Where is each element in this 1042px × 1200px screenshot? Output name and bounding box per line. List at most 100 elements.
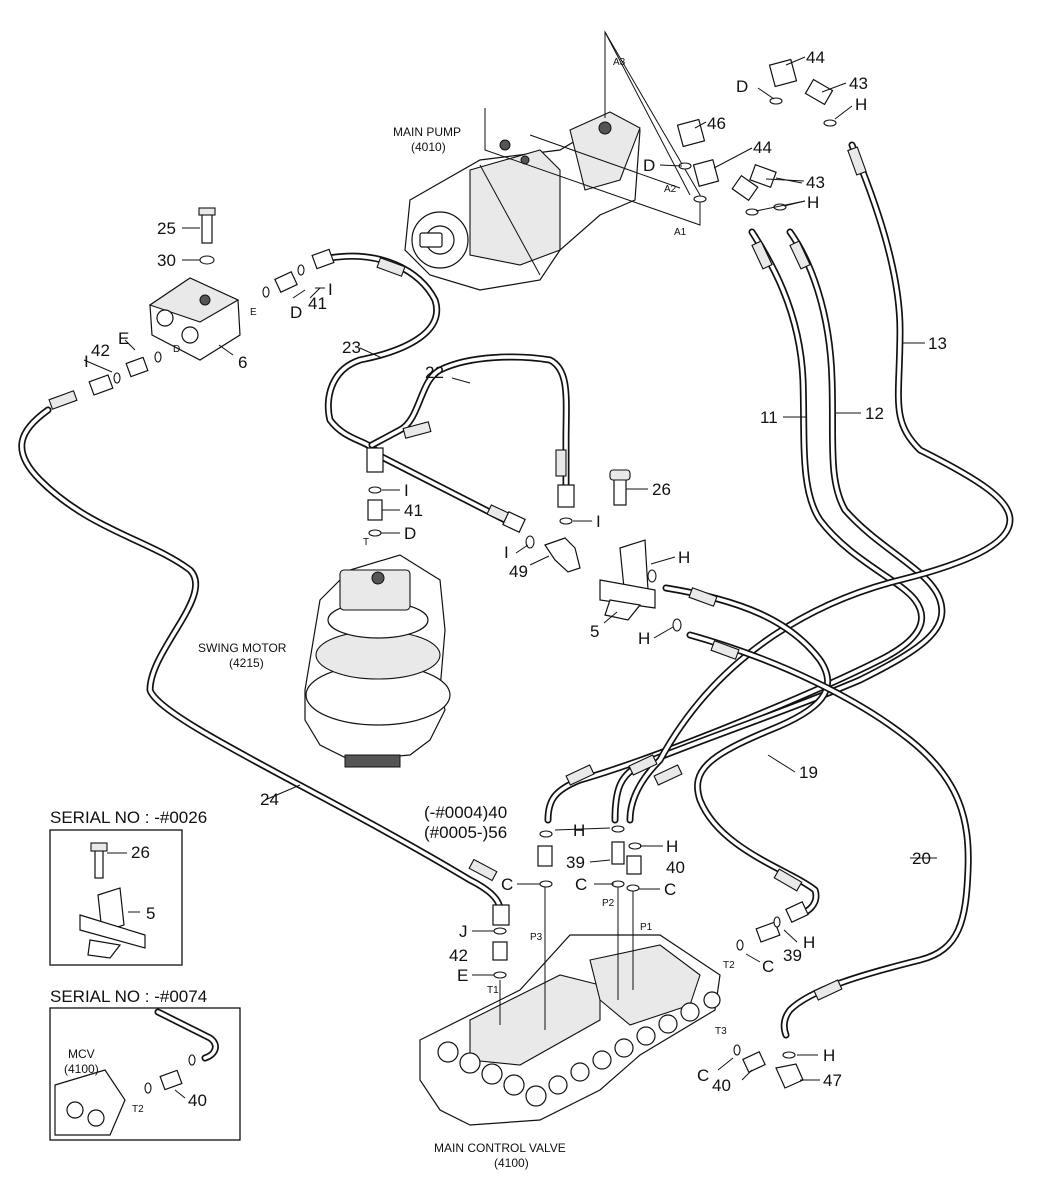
callout-i: I xyxy=(596,512,601,531)
callout-h: H xyxy=(807,193,819,212)
callout-44: 44 xyxy=(806,48,825,67)
main-pump-code: (4010) xyxy=(411,140,446,154)
callout-43: 43 xyxy=(849,74,868,93)
serial-box-2: SERIAL NO : -#0074 MCV (4100) 40 T2 xyxy=(49,987,241,1141)
pump-port-box xyxy=(484,30,701,226)
port-a2: A2 xyxy=(664,184,677,195)
callout-41: 41 xyxy=(404,501,423,520)
port-p2: P2 xyxy=(602,898,615,909)
callout-c: C xyxy=(762,957,774,976)
callout-c: C xyxy=(664,880,676,899)
callout-47: 47 xyxy=(823,1071,842,1090)
callout-h: H xyxy=(666,837,678,856)
callout-d: D xyxy=(404,524,416,543)
block-6 xyxy=(148,277,241,361)
mcv-spools xyxy=(437,991,721,1107)
callout-41: 41 xyxy=(308,294,327,313)
serial-box-1-label-26: 26 xyxy=(131,843,150,862)
fittings xyxy=(88,58,837,1089)
callout-h: H xyxy=(823,1046,835,1065)
callout-12: 12 xyxy=(865,404,884,423)
hose-24 xyxy=(18,406,504,914)
callout-46: 46 xyxy=(707,114,726,133)
swing-motor-name: SWING MOTOR xyxy=(198,641,287,655)
mcv-inset-name: MCV xyxy=(68,1047,95,1061)
serial-box-2-label-40: 40 xyxy=(188,1091,207,1110)
port-t3: T3 xyxy=(715,1026,727,1037)
hose-12 xyxy=(611,228,946,824)
callout-d: D xyxy=(290,303,302,322)
leader-lines xyxy=(83,56,937,1081)
callout-23: 23 xyxy=(342,338,361,357)
port-a3: A3 xyxy=(613,57,626,68)
hose-13 xyxy=(626,141,1014,824)
main-pump-name: MAIN PUMP xyxy=(393,125,461,139)
port-d: D xyxy=(173,344,180,355)
callout-20: 20 xyxy=(912,849,931,868)
callout-h: H xyxy=(573,821,585,840)
serial-box-2-title: SERIAL NO : -#0074 xyxy=(50,987,207,1006)
port-t1: T1 xyxy=(487,985,499,996)
callout-40-range: (-#0004)40 xyxy=(424,803,507,822)
callout-c: C xyxy=(575,875,587,894)
mcv-name: MAIN CONTROL VALVE xyxy=(434,1141,566,1155)
callout-25: 25 xyxy=(157,219,176,238)
port-e: E xyxy=(250,307,257,318)
callout-42: 42 xyxy=(449,946,468,965)
component-labels: MAIN PUMP (4010) SWING MOTOR (4215) MAIN… xyxy=(198,125,566,1170)
callout-42: 42 xyxy=(91,341,110,360)
callout-i: I xyxy=(84,352,89,371)
port-t2: T2 xyxy=(723,960,735,971)
serial-box-1-label-5: 5 xyxy=(146,904,155,923)
hose-22 xyxy=(368,353,570,529)
port-a1: A1 xyxy=(674,227,687,238)
callout-j: J xyxy=(459,922,468,941)
callout-e: E xyxy=(118,329,129,348)
serial-box-1-title: SERIAL NO : -#0026 xyxy=(50,808,207,827)
callout-43: 43 xyxy=(806,173,825,192)
callout-39: 39 xyxy=(566,853,585,872)
swing-motor xyxy=(304,554,451,768)
mcv-code: (4100) xyxy=(494,1156,529,1170)
callout-d: D xyxy=(643,156,655,175)
callout-22: 22 xyxy=(425,363,444,382)
serial-box-2-port-t2: T2 xyxy=(132,1104,144,1115)
port-p1: P1 xyxy=(640,922,653,933)
serial-box-1: SERIAL NO : -#0026 26 5 xyxy=(49,808,207,966)
hose-sleeves xyxy=(48,146,867,1001)
callout-56-range: (#0005-)56 xyxy=(424,823,507,842)
callout-49: 49 xyxy=(509,562,528,581)
callout-5: 5 xyxy=(590,622,599,641)
port-labels: A3 A2 A1 E D T P3 P2 P1 T1 T2 T3 xyxy=(173,57,735,1037)
callout-h: H xyxy=(678,548,690,567)
hose-19 xyxy=(662,584,832,919)
callout-13: 13 xyxy=(928,334,947,353)
callout-i: I xyxy=(504,543,509,562)
port-p3: P3 xyxy=(530,932,543,943)
hoses xyxy=(18,141,1014,1039)
port-t: T xyxy=(363,537,369,548)
mcv-inset-code: (4100) xyxy=(64,1062,99,1076)
callout-h: H xyxy=(855,95,867,114)
callout-6: 6 xyxy=(238,353,247,372)
callout-24: 24 xyxy=(260,790,279,809)
callout-e: E xyxy=(457,966,468,985)
callout-h: H xyxy=(803,933,815,952)
callout-11: 11 xyxy=(760,408,778,427)
hose-20 xyxy=(686,631,972,1039)
callout-d: D xyxy=(736,77,748,96)
callout-c: C xyxy=(697,1066,709,1085)
callout-26: 26 xyxy=(652,480,671,499)
hose-11 xyxy=(544,228,926,824)
callout-30: 30 xyxy=(157,251,176,270)
callout-40: 40 xyxy=(712,1076,731,1095)
callout-i: I xyxy=(404,481,409,500)
main-pump xyxy=(404,111,641,291)
callout-39: 39 xyxy=(783,946,802,965)
callouts: 44 43 D H 46 44 D 43 H 25 30 41 D I 6 42… xyxy=(84,48,947,1095)
swing-motor-code: (4215) xyxy=(229,656,264,670)
callout-h: H xyxy=(638,629,650,648)
callout-c: C xyxy=(501,875,513,894)
callout-40: 40 xyxy=(666,858,685,877)
